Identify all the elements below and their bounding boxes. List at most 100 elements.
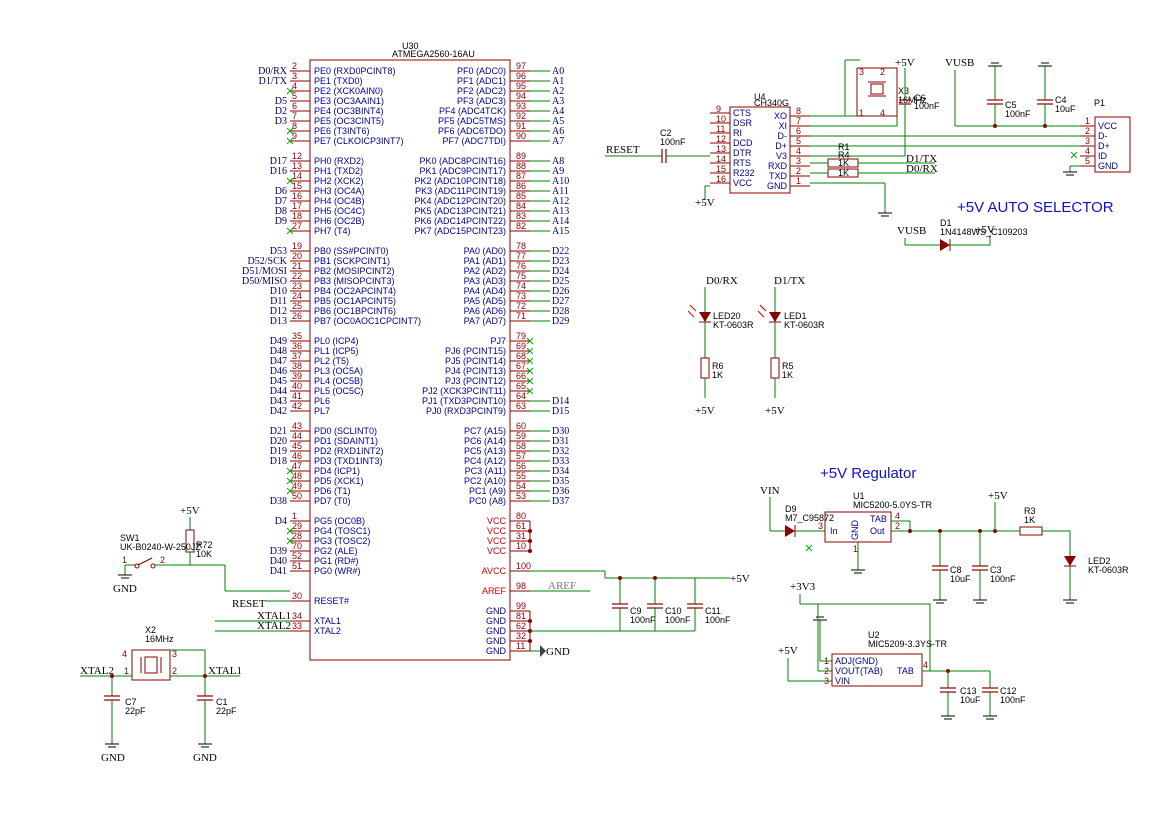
regulator-title: +5V Regulator bbox=[820, 465, 916, 482]
mcu-pin-name: PH7 (T4) bbox=[314, 226, 351, 236]
mcu-pin-name: PF4 (ADC4TCK) bbox=[439, 106, 506, 116]
r6-ref: R6 bbox=[712, 361, 724, 371]
reg33-pin-name: ADJ(GND) bbox=[835, 656, 878, 666]
mcu-pin-name: PB1 (SCKPCINT1) bbox=[314, 256, 390, 266]
u4-pin-number: 11 bbox=[716, 124, 725, 134]
x2-value: 16MHz bbox=[145, 634, 174, 644]
mcu-net-label: D0/RX bbox=[258, 66, 288, 77]
mcu-pin-name: PH3 (OC4A) bbox=[314, 186, 365, 196]
reset-capacitor-c2[interactable]: RESET C2 100nF bbox=[605, 128, 710, 163]
c2-value: 100nF bbox=[660, 137, 686, 147]
reg33-5v-label: +5V bbox=[778, 645, 798, 657]
mcu-pin-name: PF6 (ADC6TDO) bbox=[438, 126, 506, 136]
mcu-pin-name: PB0 (SS#PCINT0) bbox=[314, 246, 389, 256]
crystal-x2[interactable]: X2 16MHz 4 3 1 2 XTAL2 XTAL1 C7 22pF C1 … bbox=[80, 625, 242, 764]
reset-circuit[interactable]: +5V R72 10K SW1 UK-B0240-W-250JZ 1 2 GND… bbox=[113, 505, 290, 610]
mcu-pin-number: 33 bbox=[292, 621, 302, 631]
mcu-net-label: D46 bbox=[270, 366, 287, 377]
mcu-pin-number: 94 bbox=[516, 91, 526, 101]
auto-selector[interactable]: +5V AUTO SELECTOR VUSB +5V D1 1N4148WS_C… bbox=[897, 199, 1114, 251]
mcu-pin-number: 2 bbox=[292, 61, 297, 71]
mcu-pin-name: VCC bbox=[487, 526, 507, 536]
u4-d0rx-label: D0/RX bbox=[906, 163, 938, 175]
mcu-pin-number: 38 bbox=[292, 361, 302, 371]
mcu-pin-number: 98 bbox=[516, 581, 526, 591]
sw1-pin2: 2 bbox=[160, 555, 165, 565]
x2-xtal2-label: XTAL2 bbox=[80, 665, 114, 677]
u4-pin-number: 16 bbox=[716, 174, 726, 184]
mcu-pin-number: 24 bbox=[292, 291, 302, 301]
x3-5v-label: +5V bbox=[895, 57, 915, 69]
avcc-decoupling[interactable]: +5V C9 100nF C10 100nF C11 100nF AREF bbox=[530, 570, 750, 632]
d9-value: M7_C95872 bbox=[785, 513, 834, 523]
mcu-pin-number: 85 bbox=[516, 191, 526, 201]
p1-pin-number: 4 bbox=[1085, 146, 1090, 156]
mcu-net-label: D51/MOSI bbox=[242, 266, 287, 277]
mcu-pin-name: PD7 (T0) bbox=[314, 496, 351, 506]
mcu-pin-name: PJ3 (PCINT12) bbox=[445, 376, 506, 386]
mcu-pin-number: 28 bbox=[292, 531, 302, 541]
mcu-net-label: D9 bbox=[275, 216, 287, 227]
c6-value: 100nF bbox=[914, 101, 940, 111]
mcu-pin-number: 49 bbox=[292, 481, 302, 491]
mcu-net-label: D33 bbox=[552, 456, 569, 467]
xtal2-net-mcu: XTAL2 bbox=[257, 620, 291, 632]
mcu-pin-number: 63 bbox=[516, 401, 526, 411]
regulator-5v[interactable]: +5V Regulator VIN D9 M7_C95872 3 U1 MIC5… bbox=[760, 465, 1129, 604]
mcu-net-label: D37 bbox=[552, 496, 569, 507]
mcu-net-label: D17 bbox=[270, 156, 287, 167]
mcu-pin-name: PH0 (RXD2) bbox=[314, 156, 364, 166]
crystal-x3[interactable]: 3 2 1 4 X3 16MHz +5V C6 100nF bbox=[810, 57, 940, 156]
mcu-net-label: D25 bbox=[552, 276, 569, 287]
usb-data-lines[interactable]: R1 R4 1K 1K D1/TX D0/RX bbox=[810, 135, 1080, 178]
u4-reset-label: RESET bbox=[606, 144, 640, 156]
mcu-pin-number: 31 bbox=[516, 531, 526, 541]
mcu-net-label: D10 bbox=[270, 286, 287, 297]
led2-icon bbox=[1064, 556, 1076, 566]
c1-gnd-label: GND bbox=[193, 752, 217, 764]
sw1-value: UK-B0240-W-250JZ bbox=[120, 542, 201, 552]
reg5-pin1: 1 bbox=[853, 544, 858, 554]
mcu-net-label: D30 bbox=[552, 426, 569, 437]
reg5-vin-label: VIN bbox=[760, 485, 780, 497]
p1-pin-name: ID bbox=[1098, 151, 1108, 161]
rx-tx-leds[interactable]: D0/RX D1/TX LED20 KT-0603R LED1 KT-0603R… bbox=[687, 275, 825, 417]
led1-d1tx-label: D1/TX bbox=[774, 275, 805, 287]
mcu-net-label: D2 bbox=[275, 106, 287, 117]
mcu-pin-name: PF5 (ADC5TMS) bbox=[438, 116, 506, 126]
x2-xtal1-label: XTAL1 bbox=[208, 665, 242, 677]
u4-pin-name: DTR bbox=[733, 148, 752, 158]
reg33-value: MIC5209-3.3YS-TR bbox=[868, 639, 948, 649]
d1-ref: D1 bbox=[940, 218, 952, 228]
gnd-arrow-icon bbox=[540, 645, 546, 657]
r6-5v-label: +5V bbox=[695, 405, 715, 417]
r5-value: 1K bbox=[782, 370, 793, 380]
x2-ref: X2 bbox=[145, 625, 156, 635]
c8-ref: C8 bbox=[950, 565, 962, 575]
